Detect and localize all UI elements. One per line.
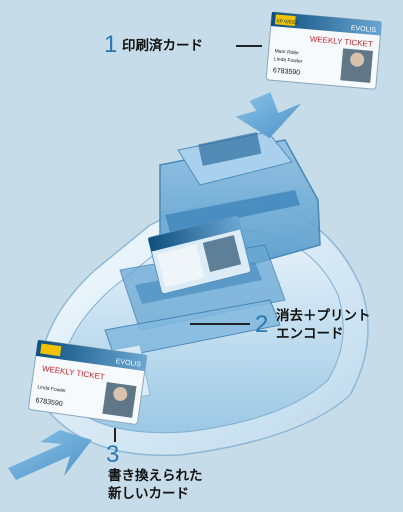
card-name-line2: Linda Fowler [37, 384, 67, 394]
step-3-leader [114, 428, 116, 442]
card-name-line1: Mark Rider [274, 48, 299, 56]
printed-card-top: EVOLIS XP WEEK WEEKLY TICKET Mark Rider … [265, 11, 382, 90]
card-header-text: EVOLIS [115, 358, 141, 368]
rewritten-card-bottom: EVOLIS WEEKLY TICKET Linda Fowler 678359… [28, 339, 148, 425]
input-arrow [235, 92, 302, 139]
step-2-label-line1: 消去＋プリント [276, 308, 371, 324]
card-name-line2: Linda Fowler [274, 56, 303, 65]
step-2-number: 2 [255, 311, 269, 338]
step-2-leader [190, 323, 250, 325]
card-header-text: EVOLIS [351, 25, 377, 34]
step-1-label: 印刷済カード [122, 38, 203, 54]
step-3-label-line2: 新しいカード [108, 486, 189, 502]
card-number-text: 6783590 [35, 397, 63, 408]
step-1-leader [236, 45, 262, 47]
card-badge-text: XP WEEK [276, 18, 300, 26]
card-number-text: 6783590 [273, 67, 301, 76]
step-3-number: 3 [106, 441, 120, 468]
step-2-label-line2: エンコード [276, 326, 344, 342]
step-1-number: 1 [104, 31, 118, 58]
output-arrow [8, 430, 92, 480]
step-3-label-line1: 書き換えられた [108, 468, 203, 484]
